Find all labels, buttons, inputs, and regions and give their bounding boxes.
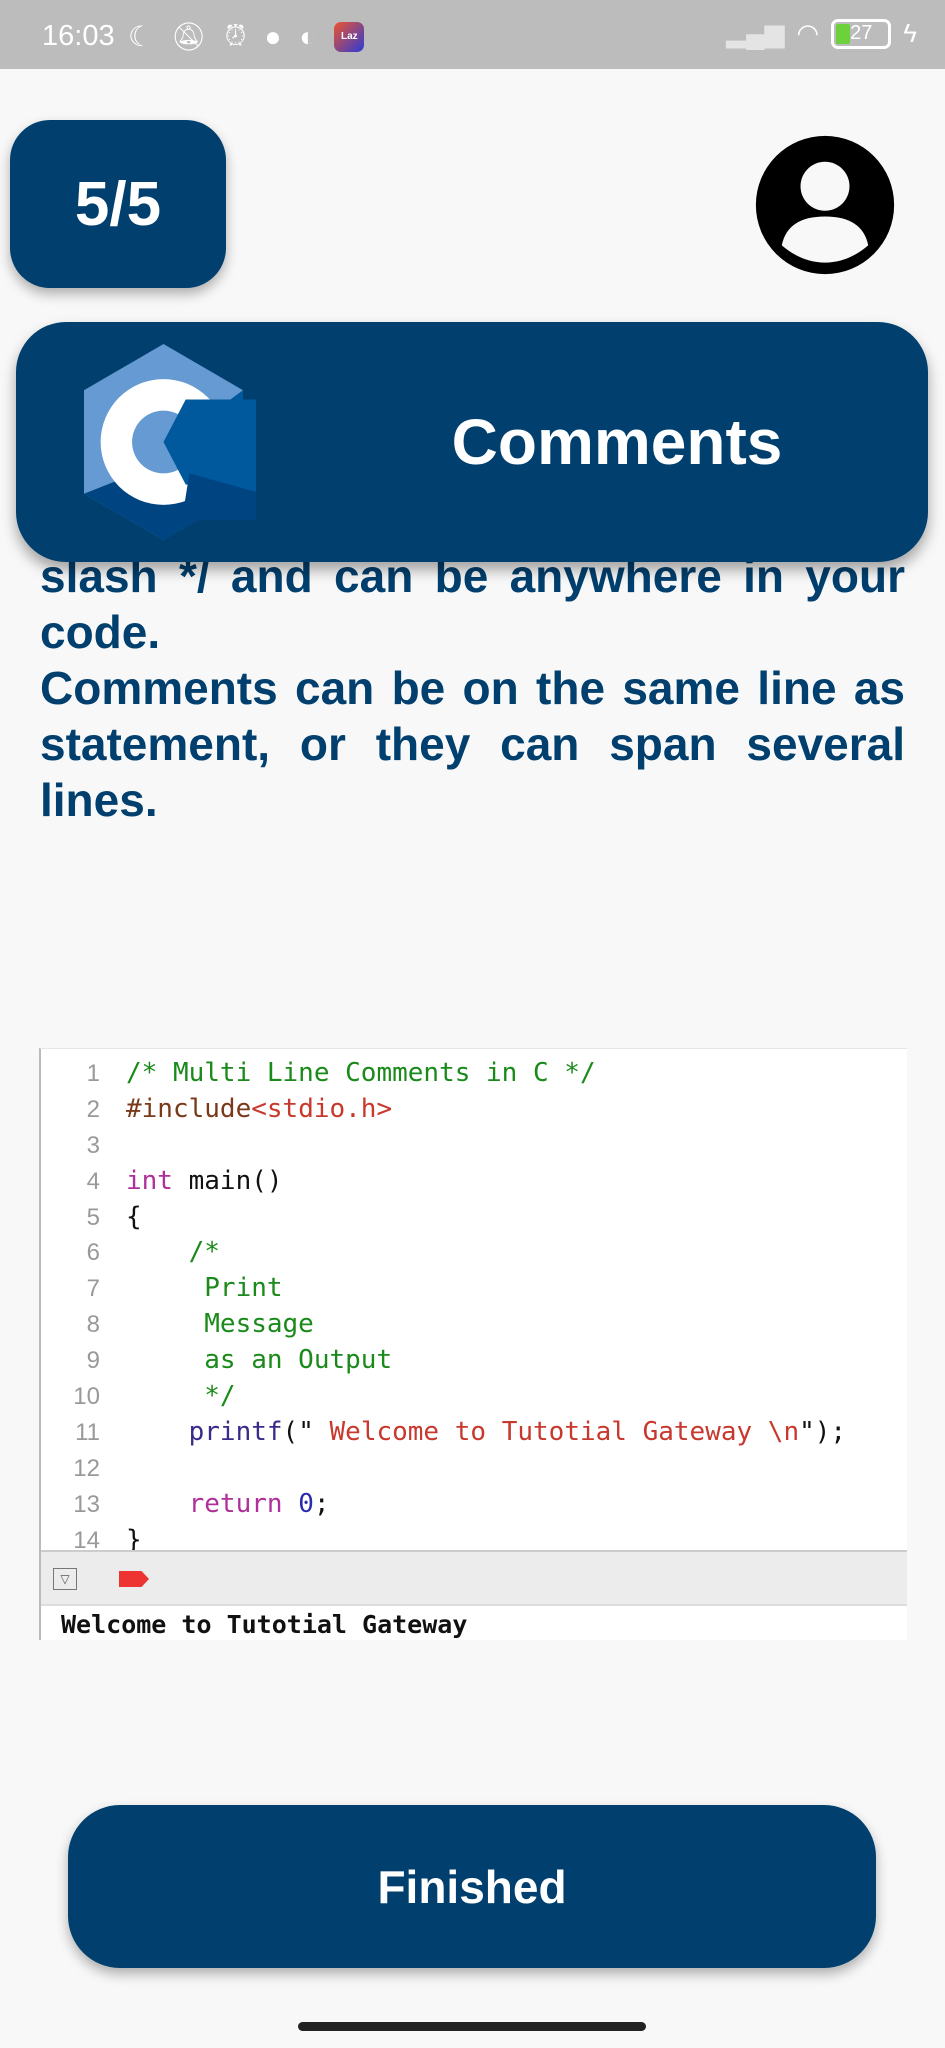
code-token: 0 <box>298 1488 314 1519</box>
home-indicator[interactable] <box>298 2022 646 2031</box>
code-token: main() <box>172 1165 283 1196</box>
code-line: 1 /* Multi Line Comments in C */ <box>41 1056 846 1092</box>
profile-icon[interactable] <box>753 133 897 277</box>
code-line: 2 #include<stdio.h> <box>41 1092 846 1128</box>
signal-icon: ▂▄▆ <box>726 18 785 48</box>
code-line: 12 <box>41 1451 846 1487</box>
finished-button[interactable]: Finished <box>68 1805 876 1968</box>
code-screenshot: 1 /* Multi Line Comments in C */ 2 #include… <box>39 1048 907 1640</box>
code-line: 13 return 0; <box>41 1487 846 1523</box>
console-toolbar: ▽ <box>41 1550 907 1606</box>
line-number: 14 <box>73 1526 100 1554</box>
line-number: 12 <box>73 1454 100 1482</box>
lesson-title: Comments <box>451 406 783 478</box>
lazada-icon: Laz <box>334 21 365 52</box>
line-number: 1 <box>86 1060 100 1087</box>
code-token: Print <box>126 1273 283 1304</box>
battery-icon: 27 <box>831 18 892 49</box>
code-token: printf <box>126 1416 283 1447</box>
paragraph: slash */ and can be anywhere in your cod… <box>40 550 905 658</box>
code-token: #include <box>126 1093 252 1124</box>
code-token: <stdio.h> <box>251 1093 393 1124</box>
collapse-console-icon: ▽ <box>53 1568 77 1590</box>
code-line: 7 Print <box>41 1271 846 1307</box>
lesson-text: slash */ and can be anywhere in your cod… <box>40 548 905 828</box>
status-time: 16:03 <box>42 20 115 52</box>
progress-badge: 5/5 <box>10 120 226 288</box>
notification-icons: ☾ 🔕︎ ⏰︎ ● ◐ Laz <box>128 20 365 53</box>
code-line: 8 Message <box>41 1307 846 1343</box>
code-line: 5{ <box>41 1200 846 1236</box>
line-number: 10 <box>73 1383 100 1411</box>
line-number: 8 <box>86 1311 100 1339</box>
code-line: 14} <box>41 1523 846 1559</box>
c-language-logo <box>83 344 256 540</box>
code-line: 9 as an Output <box>41 1343 846 1379</box>
code-token: as an Output <box>126 1345 393 1376</box>
line-number: 7 <box>86 1275 100 1303</box>
code-token: ; <box>313 1488 330 1519</box>
line-number: 13 <box>73 1490 100 1518</box>
code-token <box>283 1487 299 1523</box>
console-output: Welcome to Tutotial Gateway <box>61 1610 468 1639</box>
line-number: 3 <box>86 1131 100 1159</box>
line-number: 11 <box>75 1418 100 1446</box>
line-number: 4 <box>86 1167 100 1195</box>
charging-icon: ϟ <box>903 18 917 48</box>
code-token: return <box>126 1488 283 1519</box>
code-token: int <box>126 1165 173 1196</box>
status-bar: 16:03 ☾ 🔕︎ ⏰︎ ● ◐ Laz ▂▄▆ ◠ 27 ϟ <box>0 0 945 69</box>
code-line: 4 int main() <box>41 1164 846 1200</box>
code-token: /* Multi Line Comments in C */ <box>126 1058 596 1088</box>
paragraph: Comments can be on the same line as stat… <box>40 662 905 826</box>
line-number: 5 <box>86 1203 100 1231</box>
code-token: */ <box>126 1381 236 1412</box>
code-token: Message <box>126 1309 314 1340</box>
wifi-icon: ◠ <box>796 18 820 48</box>
moon-icon: ☾ <box>128 21 154 52</box>
line-number: 9 <box>86 1347 100 1375</box>
code-token: Welcome to Tutotial Gateway \n <box>313 1416 800 1447</box>
lesson-header: Comments <box>16 322 928 562</box>
breakpoint-icon <box>119 1571 149 1587</box>
messenger-icon: ● <box>264 20 282 52</box>
code-line: 6 /* <box>41 1235 846 1271</box>
code-token: (" <box>282 1416 314 1447</box>
alarm-icon: ⏰︎ <box>224 20 247 51</box>
code-token: } <box>126 1524 142 1555</box>
code-line: 10 */ <box>41 1379 846 1415</box>
line-number: 2 <box>86 1095 100 1123</box>
battery-level: 27 <box>850 22 873 44</box>
code-token: /* <box>126 1237 220 1268</box>
code-line: 3 <box>41 1128 846 1164</box>
code-token: "); <box>799 1416 847 1447</box>
bell-off-icon: 🔕︎ <box>171 21 207 52</box>
line-number: 6 <box>86 1239 100 1267</box>
code-token: { <box>126 1201 142 1232</box>
code-lines: 1 /* Multi Line Comments in C */ 2 #include… <box>41 1056 846 1558</box>
app-icon: ◐ <box>299 20 317 52</box>
code-line: 11 printf(" Welcome to Tutotial Gateway … <box>41 1415 846 1451</box>
